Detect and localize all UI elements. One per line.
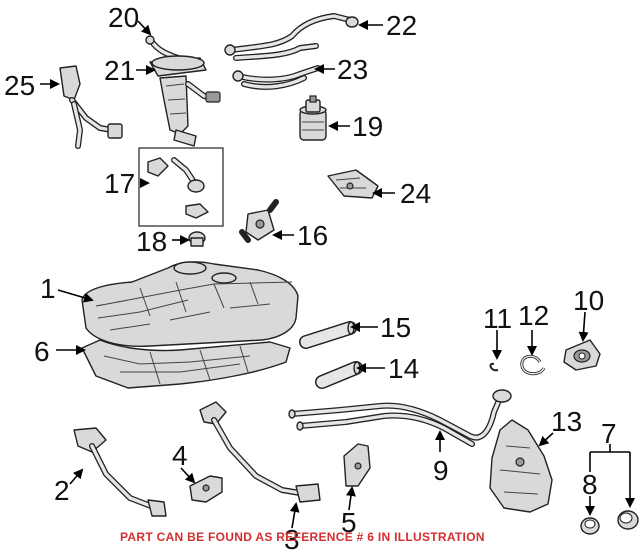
callout-4: 4 <box>172 440 188 471</box>
callout-6: 6 <box>34 336 50 367</box>
hose-part-15 <box>299 321 357 349</box>
gasket-kit-part-17 <box>138 147 224 227</box>
leader-lines <box>40 20 635 529</box>
callout-3: 3 <box>284 524 300 554</box>
tank-strap-part-3 <box>199 401 321 503</box>
clamp-part-20 <box>145 35 155 45</box>
callout-18: 18 <box>136 226 167 257</box>
callout-14: 14 <box>388 353 419 384</box>
callout-12: 12 <box>518 300 549 331</box>
callout-11: 11 <box>483 303 512 334</box>
strap-bracket-part-4 <box>189 475 223 503</box>
callout-17: 17 <box>104 168 135 199</box>
callout-24: 24 <box>400 178 431 209</box>
vent-valve-part-16 <box>239 199 279 243</box>
hose-part-14 <box>315 361 363 389</box>
reference-note: PART CAN BE FOUND AS REFERENCE # 6 IN IL… <box>120 530 485 544</box>
clamp-part-11 <box>489 362 499 372</box>
bracket-part-24 <box>327 169 379 199</box>
callout-21: 21 <box>104 55 135 86</box>
callout-2: 2 <box>54 475 70 506</box>
callout-1: 1 <box>40 273 56 304</box>
callout-23: 23 <box>337 54 368 85</box>
callout-16: 16 <box>297 220 328 251</box>
filler-cap-part-10 <box>563 339 601 371</box>
fuel-level-sender-part-25 <box>59 65 123 149</box>
filler-pipe-part-9 <box>288 389 512 447</box>
callout-7: 7 <box>601 418 617 449</box>
fuel-tank-part-1 <box>81 261 299 348</box>
callout-5: 5 <box>341 507 357 538</box>
fuel-tube-part-22 <box>224 13 359 61</box>
strap-bracket-part-5 <box>343 443 371 487</box>
tank-strap-part-2 <box>73 427 167 517</box>
splash-shield-part-13 <box>489 419 553 513</box>
grommet-part-8 <box>580 517 600 535</box>
callout-19: 19 <box>352 111 383 142</box>
callout-8: 8 <box>582 469 598 500</box>
callout-22: 22 <box>386 10 417 41</box>
grommet-part-18 <box>188 231 206 247</box>
fuel-sender-gauge-part-21 <box>149 39 221 147</box>
fuel-pump-part-19 <box>299 95 327 141</box>
plug-part-7 <box>617 510 639 530</box>
callout-9: 9 <box>433 455 449 486</box>
callout-13: 13 <box>551 406 582 437</box>
tank-protector-part-6 <box>81 339 291 389</box>
callout-10: 10 <box>573 285 604 316</box>
callout-15: 15 <box>380 312 411 343</box>
callout-20: 20 <box>108 2 139 33</box>
callout-25: 25 <box>4 70 35 101</box>
clamp-part-12 <box>520 354 546 376</box>
callout-numbers: 20 21 25 22 23 19 17 24 16 18 1 6 15 14 … <box>4 2 617 554</box>
fuel-tube-part-23 <box>232 65 321 90</box>
